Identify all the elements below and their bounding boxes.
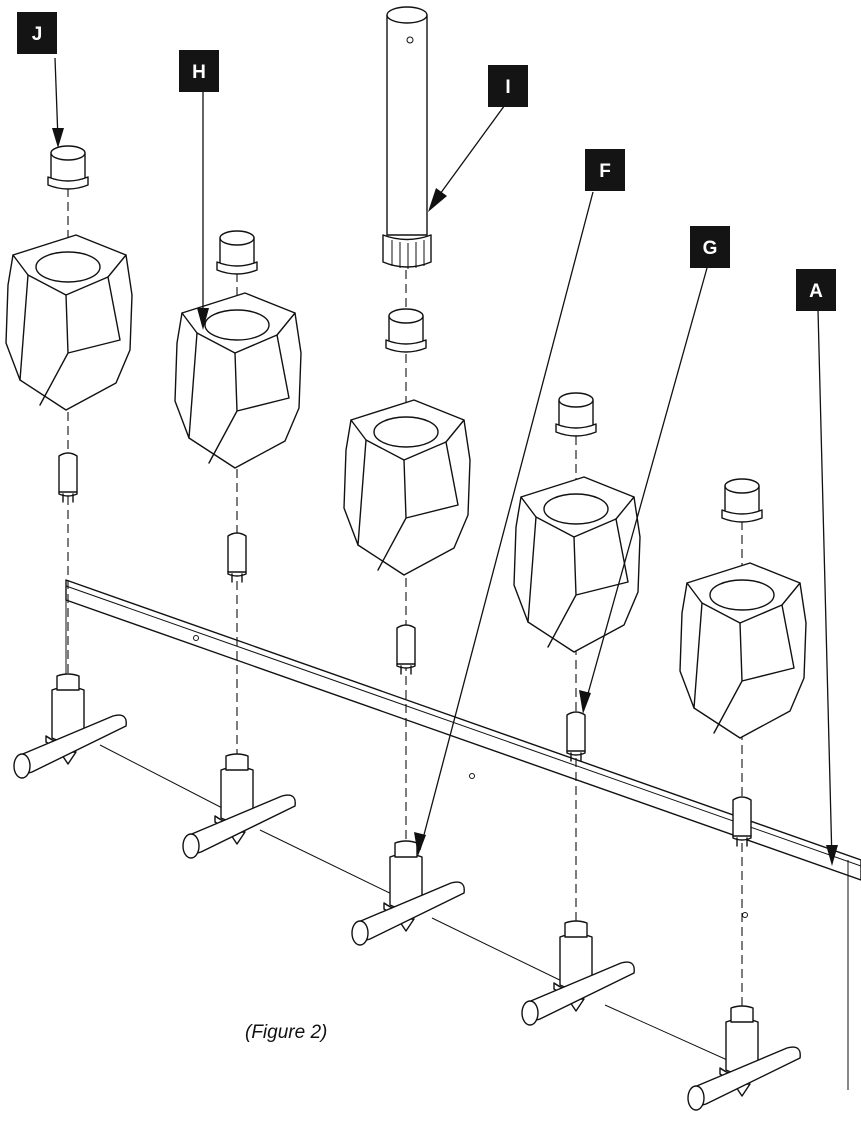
svg-text:G: G: [703, 238, 718, 259]
callout-A: A: [796, 269, 836, 311]
figure-caption: (Figure 2): [245, 1022, 327, 1043]
svg-text:J: J: [32, 24, 43, 45]
light-assembly-4: [513, 392, 641, 1026]
callout-G: G: [690, 226, 730, 268]
svg-text:I: I: [505, 77, 510, 98]
tube-line: [99, 744, 746, 1069]
svg-text:H: H: [192, 62, 206, 83]
back-panel: [65, 579, 861, 1090]
light-assembly-3: [343, 6, 471, 946]
callout-H: H: [179, 50, 219, 92]
callout-F: F: [585, 149, 625, 191]
light-assembly-2: [174, 230, 302, 859]
callout-J: J: [17, 12, 57, 54]
tool-tube: [382, 6, 432, 269]
light-assembly-1: [5, 145, 133, 779]
callout-I: I: [488, 65, 528, 107]
light-assembly-5: [679, 478, 807, 1111]
svg-text:F: F: [599, 161, 611, 182]
svg-text:A: A: [809, 281, 823, 302]
leader-lines: [52, 57, 838, 866]
